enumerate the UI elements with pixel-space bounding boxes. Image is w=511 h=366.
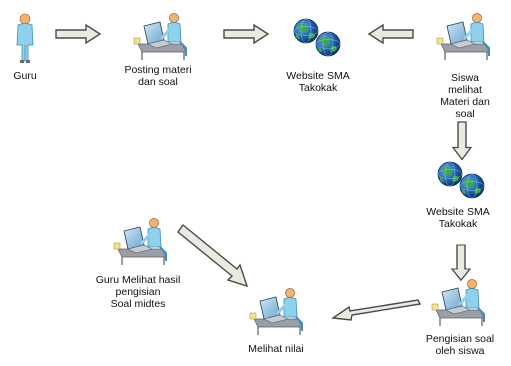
arrow-pengisian-to-nilai: [331, 299, 422, 321]
arrow-website-down: [451, 244, 471, 281]
siswa-worker-icon: [435, 11, 491, 62]
label-posting: Posting materi dan soal: [124, 64, 192, 88]
label-website-2: Website SMA Takokak: [426, 206, 490, 230]
posting-worker-icon: [132, 11, 188, 62]
arrow-siswa-to-website: [368, 24, 414, 44]
website-globe-icon-2: [437, 161, 485, 199]
guru-figure-icon: [16, 13, 34, 64]
pengisian-worker-icon: [430, 277, 486, 328]
label-melihat-nilai: Melihat nilai: [248, 343, 304, 355]
arrow-siswa-down: [452, 121, 472, 161]
melihat-nilai-worker-icon: [248, 286, 304, 337]
arrow-guru-to-nilai: [177, 223, 249, 288]
label-pengisian: Pengisian soal oleh siswa: [425, 333, 495, 357]
arrow-posting-to-website: [223, 24, 269, 44]
arrow-guru-to-posting: [55, 24, 101, 44]
label-guru: Guru: [13, 70, 37, 82]
label-guru-melihat: Guru Melihat hasil pengisian Soal midtes: [95, 274, 181, 310]
label-siswa: Siswa melihat Materi dan soal: [440, 72, 490, 120]
label-website-1: Website SMA Takokak: [286, 70, 350, 94]
website-globe-icon: [293, 18, 341, 57]
guru-melihat-worker-icon: [112, 216, 168, 267]
